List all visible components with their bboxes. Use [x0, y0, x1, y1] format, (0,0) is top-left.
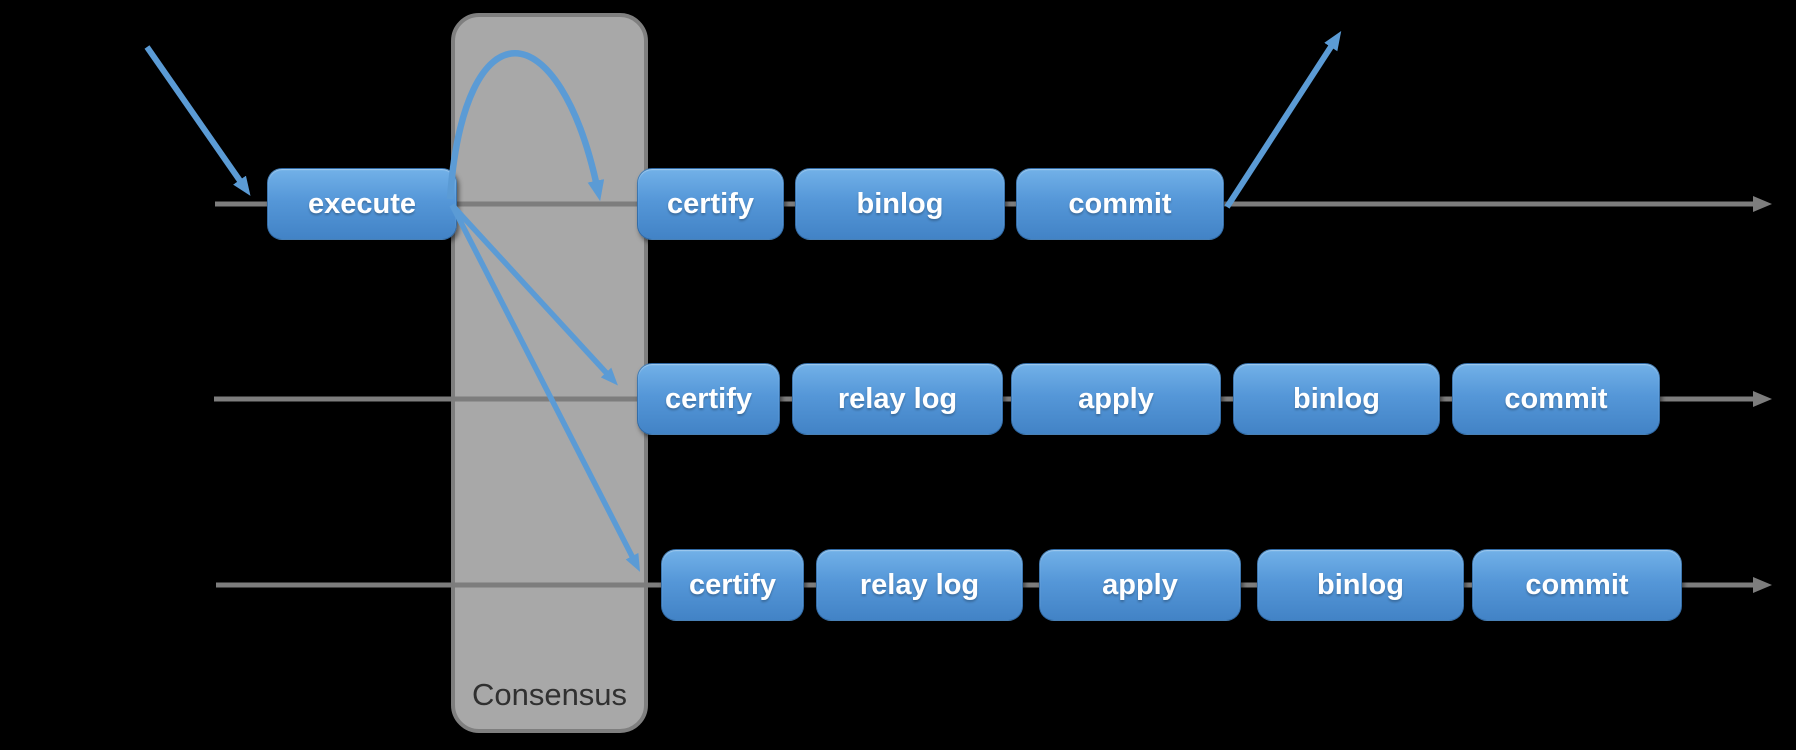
flow-box-label: commit	[1068, 187, 1172, 220]
flow-box-lane2-relay-log: relay log	[792, 363, 1003, 435]
flow-box-lane2-apply: apply	[1011, 363, 1221, 435]
flow-box-label: apply	[1102, 568, 1178, 601]
flow-box-label: binlog	[856, 187, 944, 220]
flow-box-label: commit	[1504, 382, 1608, 415]
flow-box-label: commit	[1525, 568, 1629, 601]
flow-box-lane1-execute: execute	[267, 168, 457, 240]
flow-box-lane2-certify: certify	[637, 363, 780, 435]
flow-box-lane1-commit: commit	[1016, 168, 1224, 240]
flow-box-label: binlog	[1317, 568, 1404, 601]
flow-box-lane1-binlog: binlog	[795, 168, 1005, 240]
flow-box-label: certify	[666, 187, 755, 220]
flow-box-label: execute	[307, 187, 416, 220]
flow-box-lane3-relay-log: relay log	[816, 549, 1023, 621]
flow-box-lane1-certify: certify	[637, 168, 784, 240]
flow-box-lane3-binlog: binlog	[1257, 549, 1464, 621]
flow-box-label: binlog	[1293, 382, 1380, 415]
flow-box-lane3-commit: commit	[1472, 549, 1682, 621]
flow-box-label: apply	[1078, 382, 1154, 415]
flow-box-lane2-commit: commit	[1452, 363, 1660, 435]
flow-box-label: relay log	[837, 382, 958, 415]
flow-box-lane3-apply: apply	[1039, 549, 1241, 621]
flow-box-lane2-binlog: binlog	[1233, 363, 1440, 435]
consensus-label: Consensus	[471, 677, 628, 712]
flow-box-label: relay log	[859, 568, 980, 601]
consensus-region: Consensus	[451, 13, 648, 733]
flow-box-lane3-certify: certify	[661, 549, 804, 621]
incoming-transaction-arrow	[144, 45, 251, 196]
flow-box-label: certify	[664, 382, 753, 415]
flow-box-label: certify	[688, 568, 777, 601]
client-return-arrow	[1224, 30, 1342, 209]
